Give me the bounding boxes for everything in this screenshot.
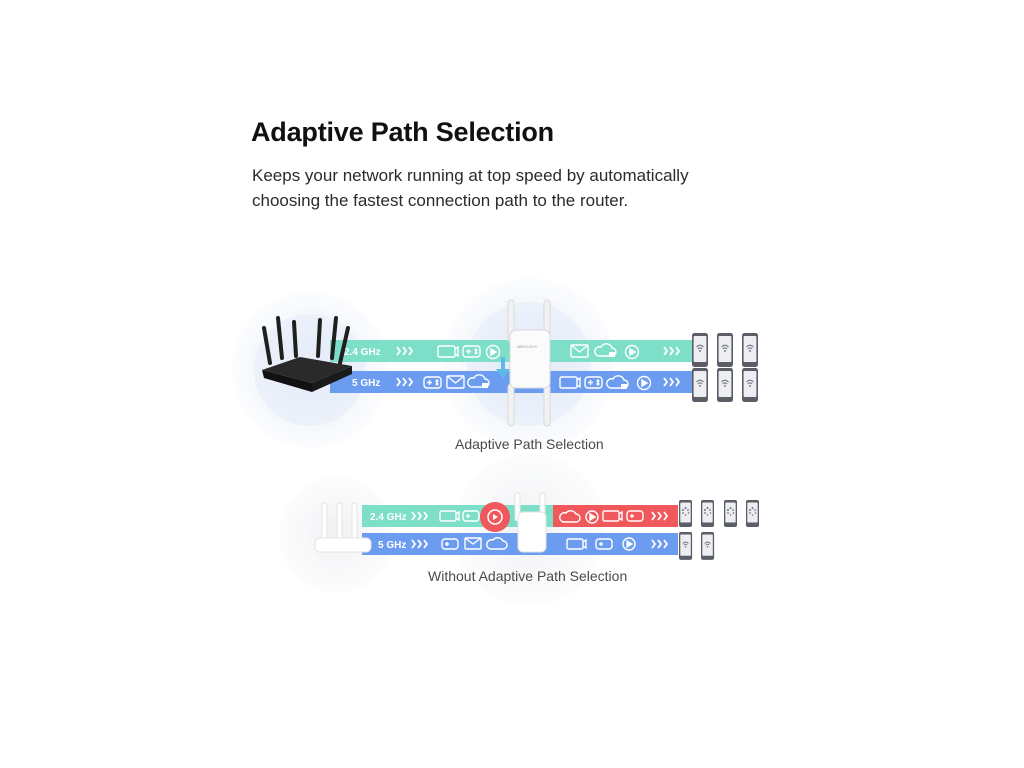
router-icon <box>262 316 352 392</box>
router-icon <box>314 502 372 553</box>
play-icon <box>585 510 599 524</box>
extender-brand-label: MERCUSYS <box>517 345 538 349</box>
gamepad-icon <box>441 538 459 550</box>
band-5-label: 5 GHz <box>378 540 406 551</box>
device-grid <box>691 332 759 403</box>
band-24-congested-bar <box>553 505 678 527</box>
diagram-with-adaptive-path: 2.4 GHz 5 GHz <box>232 278 759 450</box>
video-icon <box>559 376 578 389</box>
gamepad-icon <box>423 376 442 389</box>
play-icon <box>622 537 636 551</box>
gamepad-icon <box>595 538 613 550</box>
phone-icon <box>716 332 734 368</box>
diagram-without-adaptive-path: 2.4 GHz 5 GHz <box>279 454 759 606</box>
phone-icon <box>700 531 715 561</box>
video-icon <box>602 510 620 522</box>
mail-icon <box>446 375 465 389</box>
caption-with-adaptive-path: Adaptive Path Selection <box>455 436 604 452</box>
play-icon <box>485 344 501 360</box>
band-24-chevrons <box>396 346 681 356</box>
cloud-icon <box>486 537 508 550</box>
page-title: Adaptive Path Selection <box>251 117 554 147</box>
cloud-icon <box>467 374 490 388</box>
caption-without-adaptive-path: Without Adaptive Path Selection <box>428 568 628 584</box>
band-24-icons-right <box>570 343 640 360</box>
band-24-label: 2.4 GHz <box>344 347 381 358</box>
band-5-chevrons <box>396 377 681 387</box>
loading-phone-icon <box>746 500 759 527</box>
gamepad-icon <box>584 376 603 389</box>
loading-phone-icon <box>701 500 714 527</box>
phone-icon <box>691 367 709 403</box>
page-subtitle: Keeps your network running at top speed … <box>252 166 689 210</box>
extender-icon <box>514 492 547 553</box>
band-5-icons-right <box>559 375 652 391</box>
gamepad-icon <box>626 510 644 522</box>
cloud-icon <box>594 343 617 357</box>
phone-icon <box>741 332 759 368</box>
play-icon <box>636 375 652 391</box>
play-icon <box>624 344 640 360</box>
band-5-icons-left <box>423 374 490 389</box>
mail-icon <box>570 344 589 358</box>
loading-phone-icon <box>724 500 737 527</box>
loading-phone-icon <box>679 500 692 527</box>
phone-icon <box>678 531 693 561</box>
band-24-label: 2.4 GHz <box>370 512 407 523</box>
video-icon <box>437 345 456 358</box>
band-24-icons-left <box>437 344 501 360</box>
switch-arrow-head <box>496 369 510 379</box>
phone-icon <box>716 367 734 403</box>
cloud-icon <box>606 375 629 389</box>
video-icon <box>439 510 457 522</box>
mail-icon <box>464 537 482 550</box>
extender-icon: MERCUSYS <box>507 299 551 427</box>
phone-icon <box>741 367 759 403</box>
gamepad-icon <box>462 510 480 522</box>
gamepad-icon <box>462 345 481 358</box>
cloud-icon <box>559 510 581 523</box>
band-5-label: 5 GHz <box>352 378 380 389</box>
device-grid <box>678 500 759 561</box>
play-icon <box>487 509 503 525</box>
video-icon <box>566 538 584 550</box>
phone-icon <box>691 332 709 368</box>
